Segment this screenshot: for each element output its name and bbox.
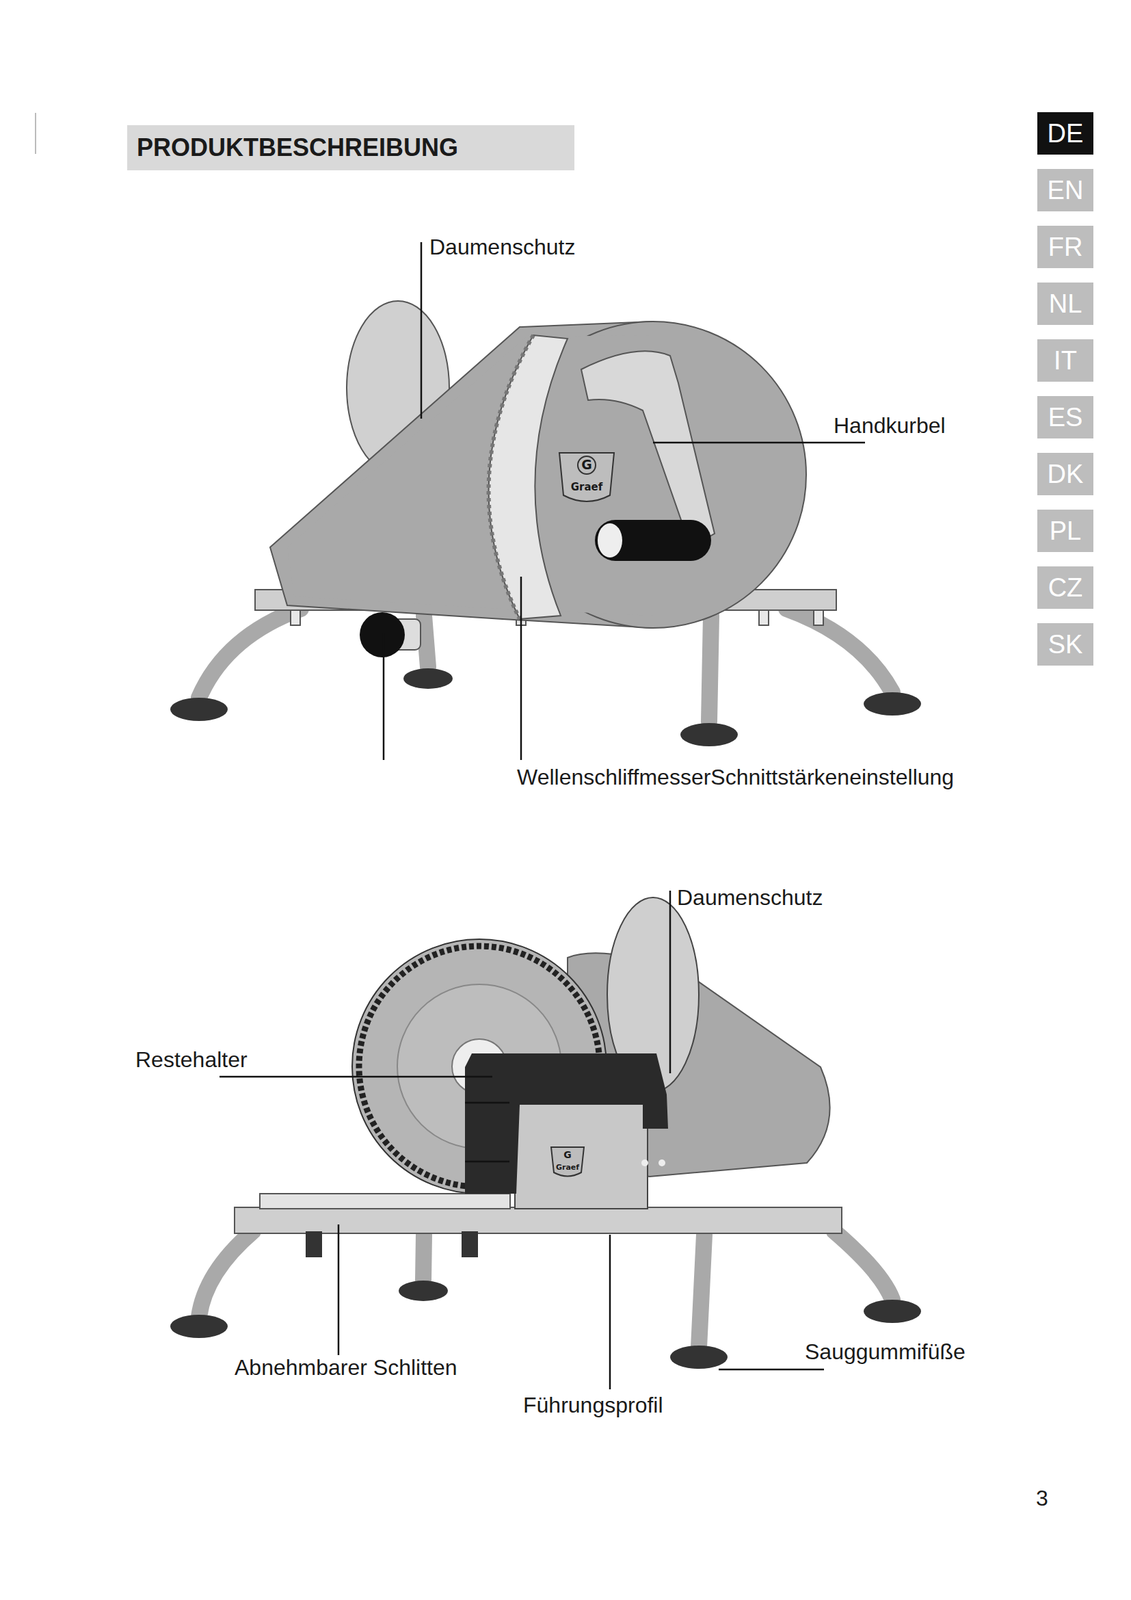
language-tab: FR xyxy=(1037,225,1094,269)
language-tab: NL xyxy=(1037,282,1094,325)
slicer-rear-view xyxy=(170,897,922,1369)
language-code: EN xyxy=(1047,177,1084,204)
logo-letter: G xyxy=(581,457,593,473)
language-code: ES xyxy=(1048,404,1084,431)
page-title: PRODUKTBESCHREIBUNG xyxy=(127,125,575,171)
language-tab: EN xyxy=(1037,168,1094,212)
language-code: DE xyxy=(1047,120,1084,147)
language-tab: ES xyxy=(1037,395,1094,439)
language-code: IT xyxy=(1053,347,1077,374)
part-label: WellenschliffmesserSchnittstärkeneinstel… xyxy=(516,764,954,790)
part-label: Sauggummifüße xyxy=(804,1338,966,1365)
part-label: Restehalter xyxy=(135,1046,248,1073)
language-code: DK xyxy=(1047,460,1084,487)
language-tab: PL xyxy=(1037,509,1094,552)
logo-text: Graef xyxy=(570,481,604,494)
logo-text: Graef xyxy=(555,1163,580,1173)
part-label: Daumenschutz xyxy=(676,884,823,911)
language-tab: DK xyxy=(1037,452,1094,496)
language-code: FR xyxy=(1048,233,1084,260)
part-label: Daumenschutz xyxy=(429,234,576,260)
margin-mark xyxy=(34,112,37,154)
logo-letter: G xyxy=(563,1148,572,1160)
language-tab-active: DE xyxy=(1037,112,1094,155)
language-code: PL xyxy=(1049,517,1082,544)
language-code: NL xyxy=(1048,290,1083,317)
leader-lines xyxy=(383,242,866,760)
part-label: Führungsprofil xyxy=(523,1392,664,1418)
language-tab: SK xyxy=(1037,622,1094,666)
language-tab: CZ xyxy=(1037,566,1094,609)
language-tab: IT xyxy=(1037,339,1094,382)
part-label: Abnehmbarer Schlitten xyxy=(234,1354,458,1380)
page-number: 3 xyxy=(1035,1485,1049,1511)
language-code: CZ xyxy=(1048,574,1084,601)
title-band: PRODUKTBESCHREIBUNG xyxy=(127,125,575,171)
part-label: Handkurbel xyxy=(833,413,946,439)
leader-lines xyxy=(219,890,824,1389)
language-code: SK xyxy=(1048,631,1084,658)
slicer-front-view xyxy=(170,300,922,747)
